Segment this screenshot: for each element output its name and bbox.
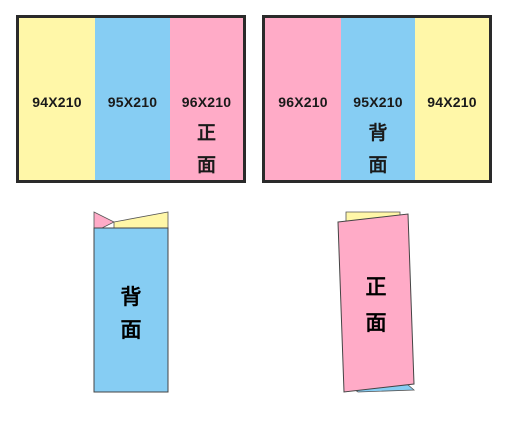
- folded-label-char-1: 背: [121, 285, 142, 309]
- panel-dimension: 96X210: [181, 94, 232, 110]
- fold-flap-pink: [93, 211, 115, 233]
- panel-dimension: 95X210: [107, 94, 158, 110]
- front-side-label-char-1: 正: [196, 122, 216, 144]
- back-side-label-char-2: 面: [368, 154, 388, 176]
- back-side-label-char-1: 背: [368, 122, 388, 144]
- panel-dimension: 94X210: [427, 94, 477, 110]
- left-unfolded-sheet: 94X210 95X210 96X210 正 面: [16, 15, 246, 183]
- folded-label-char-2: 面: [366, 311, 387, 335]
- left-panel-1: 94X210: [19, 18, 95, 180]
- panel-dimension: 94X210: [32, 94, 82, 110]
- left-panel-2: 95X210: [95, 18, 170, 180]
- left-panel-3: 96X210 正 面: [170, 18, 243, 180]
- right-panel-1: 96X210: [265, 18, 341, 180]
- folded-front-panel: [93, 227, 169, 393]
- folded-label-char-2: 面: [121, 318, 142, 342]
- fold-flap-yellow: [113, 211, 169, 229]
- folded-brochure-front: 正 面: [337, 211, 416, 393]
- right-unfolded-sheet: 96X210 95X210 背 面 94X210: [262, 15, 492, 183]
- folded-front-panel: [337, 213, 415, 393]
- right-panel-3: 94X210: [415, 18, 489, 180]
- panel-dimension: 96X210: [278, 94, 328, 110]
- right-panel-2: 95X210 背 面: [341, 18, 415, 180]
- folded-label-char-1: 正: [366, 275, 387, 299]
- folded-brochure-back: 背 面: [93, 211, 169, 393]
- front-side-label-char-2: 面: [196, 154, 216, 176]
- panel-dimension: 95X210: [353, 94, 403, 110]
